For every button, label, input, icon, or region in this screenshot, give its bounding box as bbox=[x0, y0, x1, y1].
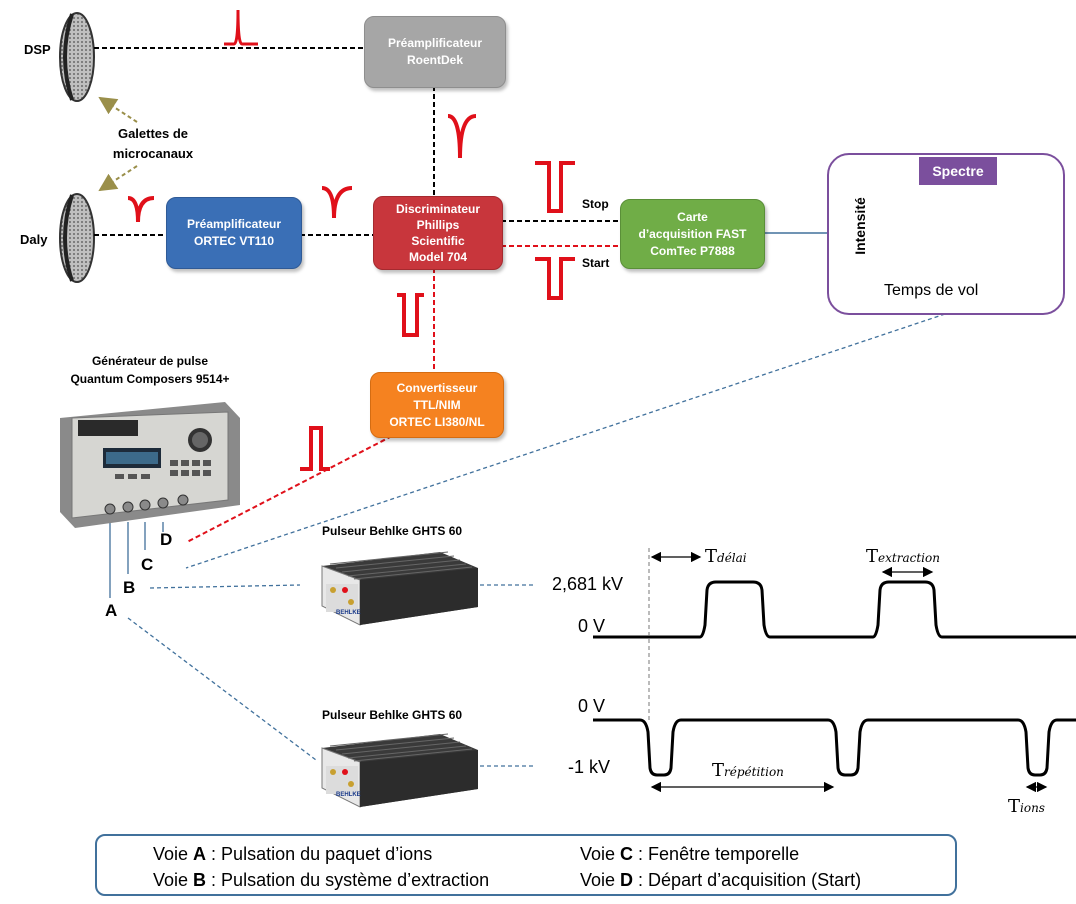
behlke-pulser-bottom: BEHLKE bbox=[321, 733, 478, 808]
legend-d-text: : Départ d’acquisition (Start) bbox=[633, 870, 862, 890]
voltage-high-label: 2,681 kV bbox=[552, 574, 624, 594]
generator-wires bbox=[109, 522, 164, 598]
signal-lines bbox=[94, 47, 620, 236]
legend-c-letter: C bbox=[620, 844, 634, 864]
ion-waveform bbox=[593, 718, 1076, 777]
pulser-bottom-title: Pulseur Behlke GHTS 60 bbox=[322, 708, 463, 722]
converter-line3: ORTEC LI380/NL bbox=[389, 414, 485, 429]
t-repetition-sub: répétition bbox=[724, 765, 784, 779]
mcp-detector-daly bbox=[59, 193, 95, 283]
voltage-zero-top-label: 0 V bbox=[578, 616, 606, 636]
legend-a-letter: A bbox=[193, 844, 207, 864]
discriminator-line4: Model 704 bbox=[408, 250, 468, 264]
legend-b-text: : Pulsation du système d’extraction bbox=[206, 870, 490, 890]
legend-voie-d: Voie D : Départ d’acquisition (Start) bbox=[580, 870, 861, 891]
behlke-pulser-top: BEHLKE bbox=[321, 551, 478, 626]
converter-line1: Convertisseur bbox=[396, 380, 478, 395]
mcp-label-line1: Galettes de bbox=[117, 126, 189, 141]
dsp-label: DSP bbox=[24, 42, 51, 57]
legend-voie-a: Voie A : Pulsation du paquet d’ions bbox=[153, 844, 432, 865]
legend-b-prefix: Voie bbox=[153, 870, 194, 890]
svg-text:BEHLKE: BEHLKE bbox=[336, 610, 361, 616]
t-delai-letter: T bbox=[705, 546, 718, 567]
extraction-waveform bbox=[593, 580, 1076, 639]
mcp-arrow-top bbox=[98, 96, 138, 123]
channel-a-label: A bbox=[105, 601, 118, 620]
t-ions-letter: T bbox=[1008, 796, 1021, 817]
pulse-generator-device bbox=[60, 402, 240, 528]
generator-title-line1: Générateur de pulse bbox=[91, 354, 209, 368]
preamp-ortec-box: Préamplificateur ORTEC VT110 bbox=[166, 197, 302, 269]
legend-d-letter: D bbox=[620, 870, 634, 890]
discriminator-line3: Scientific bbox=[411, 234, 465, 248]
preamp-roentdek-box: Préamplificateur RoentDek bbox=[364, 16, 506, 88]
legend-voie-c: Voie C : Fenêtre temporelle bbox=[580, 844, 799, 865]
channel-d-label: D bbox=[160, 530, 173, 549]
start-label: Start bbox=[582, 256, 610, 270]
discriminator-line2: Phillips bbox=[416, 218, 460, 232]
pulser-top-title: Pulseur Behlke GHTS 60 bbox=[322, 524, 463, 538]
start-lines bbox=[186, 245, 620, 543]
time-arrows bbox=[650, 551, 1048, 793]
mcp-detector-dsp bbox=[59, 12, 95, 102]
legend-voie-b: Voie B : Pulsation du système d’extracti… bbox=[153, 870, 489, 891]
t-extraction-label: Textraction bbox=[866, 546, 940, 567]
t-ions-sub: ions bbox=[1020, 801, 1045, 815]
generator-title-line2: Quantum Composers 9514+ bbox=[70, 372, 230, 386]
converter-box: Convertisseur TTL/NIM ORTEC LI380/NL bbox=[370, 372, 504, 438]
discriminator-line1: Discriminateur bbox=[395, 202, 481, 216]
generator-links bbox=[127, 313, 946, 767]
t-ions-label: Tions bbox=[1008, 796, 1045, 817]
preamp-roentdek-line1: Préamplificateur bbox=[387, 36, 483, 50]
legend-b-letter: B bbox=[193, 870, 207, 890]
spectre-ylabel: Intensité bbox=[852, 197, 868, 255]
t-repetition-letter: T bbox=[712, 760, 725, 781]
legend-a-prefix: Voie bbox=[153, 844, 194, 864]
svg-text:BEHLKE: BEHLKE bbox=[336, 792, 361, 798]
stop-label: Stop bbox=[582, 197, 609, 211]
channel-b-label: B bbox=[123, 578, 136, 597]
fast-card-box: Carte d’acquisition FAST ComTec P7888 bbox=[620, 199, 765, 269]
legend-box: Voie A : Pulsation du paquet d’ions Voie… bbox=[95, 834, 957, 896]
voltage-low-label: -1 kV bbox=[568, 757, 611, 777]
preamp-ortec-line1: Préamplificateur bbox=[186, 217, 282, 231]
t-extraction-letter: T bbox=[866, 546, 879, 567]
t-delai-label: Tdélai bbox=[705, 546, 747, 567]
preamp-roentdek-line2: RoentDek bbox=[406, 53, 463, 67]
preamp-ortec-line2: ORTEC VT110 bbox=[193, 234, 275, 248]
spectre-title: Spectre bbox=[919, 157, 997, 185]
daly-label: Daly bbox=[20, 232, 48, 247]
fast-card-line2: d’acquisition FAST bbox=[638, 226, 747, 241]
legend-c-prefix: Voie bbox=[580, 844, 621, 864]
legend-a-text: : Pulsation du paquet d’ions bbox=[206, 844, 433, 864]
voltage-zero-bottom-label: 0 V bbox=[578, 696, 606, 716]
spectre-xlabel: Temps de vol bbox=[884, 282, 979, 299]
fast-card-line1: Carte bbox=[677, 209, 708, 224]
converter-line2: TTL/NIM bbox=[413, 397, 461, 412]
pulse-glyphs bbox=[127, 9, 575, 471]
t-extraction-sub: extraction bbox=[878, 551, 940, 565]
discriminator-box: Discriminateur Phillips Scientific Model… bbox=[373, 196, 503, 270]
legend-d-prefix: Voie bbox=[580, 870, 621, 890]
fast-card-line3: ComTec P7888 bbox=[650, 243, 735, 258]
legend-c-text: : Fenêtre temporelle bbox=[633, 844, 800, 864]
mcp-label-line2: microcanaux bbox=[112, 146, 194, 161]
t-repetition-label: Trépétition bbox=[712, 760, 784, 781]
t-delai-sub: délai bbox=[717, 551, 747, 565]
channel-c-label: C bbox=[141, 555, 154, 574]
mcp-arrow-bottom bbox=[98, 165, 138, 192]
